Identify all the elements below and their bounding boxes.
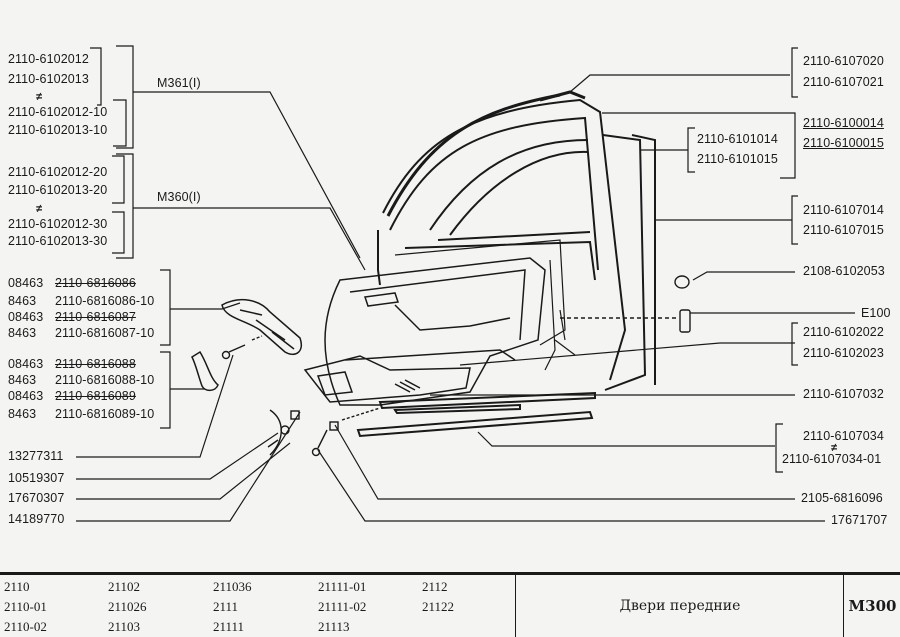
- part-number[interactable]: 2110-6102023: [803, 346, 884, 360]
- bracket-armrest-group-1: [160, 269, 241, 346]
- part-number[interactable]: 2110-6102012-20: [8, 165, 108, 179]
- model-item: 21111-02: [318, 599, 367, 614]
- part-number[interactable]: 14189770: [8, 512, 65, 526]
- sill-strips: [356, 391, 596, 438]
- callout-clip[interactable]: 2108-6102053: [803, 264, 885, 278]
- part-number[interactable]: 2110-6101014: [697, 132, 778, 146]
- callout-screw[interactable]: 17671707: [831, 513, 888, 527]
- qty-code: 8463: [8, 407, 37, 421]
- part-number-obsolete[interactable]: 2110-6816087: [55, 310, 136, 324]
- part-number[interactable]: 17670307: [8, 491, 65, 505]
- not-interchangeable-symbol: ≠: [831, 442, 838, 454]
- exploded-door-diagram: [76, 45, 855, 522]
- leader-door-assembly: [602, 112, 796, 179]
- part-number[interactable]: 2110-6816088-10: [55, 373, 155, 387]
- model-item: 21111: [213, 619, 245, 634]
- part-number[interactable]: 2110-6102012: [8, 52, 89, 66]
- part-number-obsolete[interactable]: 2110-6816088: [55, 357, 136, 371]
- leader-bracket: [334, 424, 795, 500]
- part-number[interactable]: 2110-6102013-10: [8, 123, 108, 137]
- model-item: 21122: [422, 599, 455, 614]
- leader-17670307: [76, 442, 291, 500]
- door-inner-panel: [394, 239, 576, 371]
- fastener-parts: [221, 275, 691, 457]
- part-number[interactable]: 2110-6100015: [803, 136, 884, 150]
- armrest-part: [221, 298, 302, 356]
- leader-lower-molding: [477, 423, 783, 473]
- part-number[interactable]: 2110-6107034: [803, 429, 884, 443]
- part-number[interactable]: 2110-6102013-20: [8, 183, 108, 197]
- part-number[interactable]: 2110-6102012-30: [8, 217, 108, 231]
- model-item: 2110-01: [4, 599, 47, 614]
- leader-screw: [317, 449, 825, 522]
- model-item: 2110-02: [4, 619, 47, 634]
- bracket-m360-group: [112, 153, 366, 271]
- applicable-models: 2110 2110-01 2110-02 21102 211026 21103 …: [0, 575, 515, 637]
- callout-plug[interactable]: E100: [861, 306, 891, 320]
- part-number[interactable]: 2110-6107021: [803, 75, 884, 89]
- leader-10519307: [76, 432, 279, 480]
- part-number[interactable]: 13277311: [8, 449, 64, 463]
- leader-window-seal: [569, 47, 798, 98]
- model-item: 21111-01: [318, 579, 367, 594]
- part-number[interactable]: 2110-6816089-10: [55, 407, 155, 421]
- model-item: 211036: [213, 579, 252, 594]
- door-frame-drawing: [377, 90, 656, 391]
- divider: [515, 575, 516, 637]
- part-number[interactable]: 2110-6102013: [8, 72, 89, 86]
- model-item: 2111: [213, 599, 239, 614]
- model-item: 2110: [4, 579, 30, 594]
- part-number[interactable]: 2110-6107014: [803, 203, 884, 217]
- qty-code: 8463: [8, 326, 37, 340]
- part-number[interactable]: 2110-6102012-10: [8, 105, 108, 119]
- part-number[interactable]: 2110-6107015: [803, 223, 884, 237]
- armrest-cover-part: [191, 350, 219, 392]
- part-number[interactable]: 2110-6816087-10: [55, 326, 155, 340]
- leader-door-frame: [640, 127, 695, 173]
- bracket-armrest-group-2: [160, 351, 205, 429]
- callout-bracket[interactable]: 2105-6816096: [801, 491, 883, 505]
- part-number[interactable]: 10519307: [8, 471, 65, 485]
- leader-clip: [692, 271, 795, 281]
- leader-14189770: [76, 411, 301, 522]
- not-interchangeable-symbol: ≠: [36, 203, 43, 215]
- model-item: 21103: [108, 619, 141, 634]
- qty-code: 8463: [8, 294, 37, 308]
- part-number-obsolete[interactable]: 2110-6816086: [55, 276, 136, 290]
- divider: [843, 575, 844, 637]
- part-number-obsolete[interactable]: 2110-6816089: [55, 389, 136, 403]
- page-title: Двери передние: [619, 598, 741, 614]
- model-item: 21113: [318, 619, 350, 634]
- part-number[interactable]: 2110-6100014: [803, 116, 884, 130]
- qty-code: 08463: [8, 276, 44, 290]
- page-code: M300: [848, 597, 897, 615]
- model-item: 2112: [422, 579, 448, 594]
- leader-door-seal: [656, 195, 798, 245]
- part-number[interactable]: 2110-6102013-30: [8, 234, 108, 248]
- leader-panel-trim: [459, 322, 798, 366]
- callout-sill-seal[interactable]: 2110-6107032: [803, 387, 884, 401]
- door-trim-panel: [303, 257, 546, 406]
- part-number[interactable]: 2110-6101015: [697, 152, 778, 166]
- qty-code: 08463: [8, 357, 44, 371]
- bracket-m361-group: [90, 45, 361, 259]
- part-number[interactable]: 2110-6102022: [803, 325, 884, 339]
- reference-label-m360[interactable]: M360(I): [157, 190, 201, 204]
- part-number[interactable]: 2110-6107020: [803, 54, 884, 68]
- title-block: 2110 2110-01 2110-02 21102 211026 21103 …: [0, 572, 900, 637]
- qty-code: 08463: [8, 389, 44, 403]
- not-interchangeable-symbol: ≠: [36, 91, 43, 103]
- part-number[interactable]: 2110-6107034-01: [782, 452, 882, 466]
- qty-code: 8463: [8, 373, 37, 387]
- reference-label-m361[interactable]: M361(I): [157, 76, 201, 90]
- model-item: 21102: [108, 579, 141, 594]
- qty-code: 08463: [8, 310, 44, 324]
- part-number[interactable]: 2110-6816086-10: [55, 294, 155, 308]
- leader-13277311: [76, 354, 234, 458]
- model-item: 211026: [108, 599, 147, 614]
